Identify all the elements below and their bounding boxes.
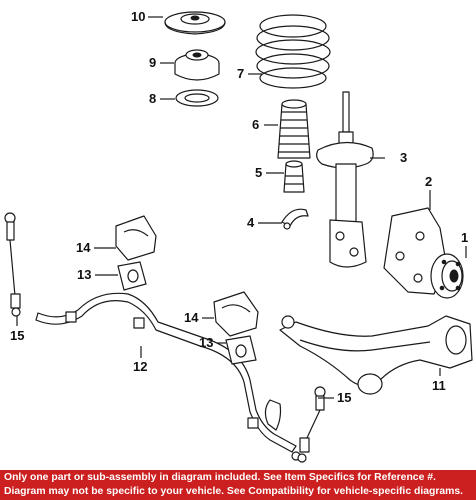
callout-11: 11 — [432, 378, 446, 393]
part-strut-assembly — [316, 91, 374, 268]
callouts: 10 9 8 7 6 5 4 3 2 1 14 13 15 12 14 13 1… — [10, 9, 468, 405]
part-bracket — [281, 208, 309, 230]
callout-14-left: 14 — [76, 240, 91, 255]
part-wheel-hub — [430, 253, 464, 299]
callout-13-left: 13 — [77, 267, 91, 282]
part-coil-spring — [255, 14, 331, 89]
callout-2: 2 — [425, 174, 432, 189]
leader-lines — [16, 16, 467, 399]
callout-15-left: 15 — [10, 328, 24, 343]
part-steering-knuckle — [383, 207, 447, 295]
callout-15-right: 15 — [337, 390, 351, 405]
callout-7: 7 — [237, 66, 244, 81]
part-lower-control-arm — [279, 315, 473, 395]
part-stabilizer-bar — [35, 292, 301, 461]
part-stabilizer-bracket-left — [115, 215, 157, 261]
callout-6: 6 — [252, 117, 259, 132]
callout-4: 4 — [247, 215, 255, 230]
callout-5: 5 — [255, 165, 262, 180]
part-stabilizer-bushing-right — [225, 335, 257, 365]
suspension-parts-diagram: 10 9 8 7 6 5 4 3 2 1 14 13 15 12 14 13 1… — [4, 9, 473, 463]
part-bump-stop — [283, 160, 305, 193]
callout-9: 9 — [149, 55, 156, 70]
part-stabilizer-bracket-right — [213, 291, 259, 337]
callout-1: 1 — [461, 230, 468, 245]
disclaimer-line-2: Diagram may not be specific to your vehi… — [4, 486, 464, 497]
callout-8: 8 — [149, 91, 156, 106]
callout-14-right: 14 — [184, 310, 199, 325]
callout-13-right: 13 — [199, 335, 213, 350]
callout-12: 12 — [133, 359, 147, 374]
part-stabilizer-link-left — [4, 212, 21, 317]
part-mount-bearing — [174, 49, 220, 81]
part-dust-boot — [277, 99, 311, 159]
part-spring-insulator — [175, 89, 219, 107]
callout-3: 3 — [400, 150, 407, 165]
part-stabilizer-bushing-left — [117, 261, 147, 291]
part-stabilizer-link-right — [297, 386, 326, 463]
part-strut-mount — [164, 11, 226, 35]
disclaimer-line-1: Only one part or sub-assembly in diagram… — [4, 472, 436, 483]
disclaimer-banner: Only one part or sub-assembly in diagram… — [0, 470, 476, 500]
callout-10: 10 — [131, 9, 145, 24]
